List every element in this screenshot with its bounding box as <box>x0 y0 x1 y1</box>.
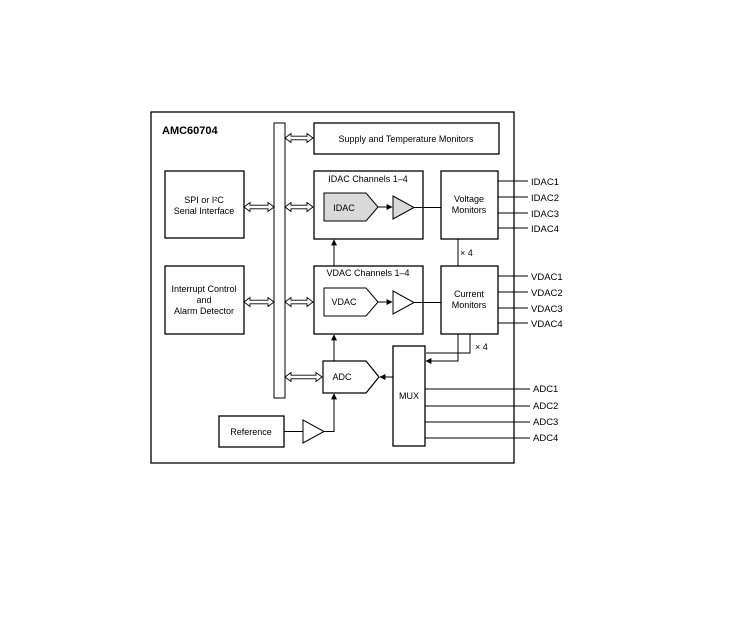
idac-buffer-icon <box>392 195 416 220</box>
interrupt-label-1: Interrupt Control <box>171 284 236 294</box>
voltage-monitors-block <box>440 170 499 240</box>
interrupt-label-2: and <box>196 295 211 305</box>
pin-lines <box>425 180 530 439</box>
idac-channels-label: IDAC Channels 1–4 <box>328 174 408 184</box>
current-monitors-block <box>440 265 499 335</box>
reference-buffer-icon <box>302 419 326 444</box>
pin-idac3: IDAC3 <box>531 209 559 220</box>
supply-monitors-block <box>313 122 500 155</box>
pin-adc1: ADC1 <box>533 384 558 395</box>
pin-adc3: ADC3 <box>533 417 558 428</box>
bus-arrow-idac <box>284 201 314 213</box>
reference-block <box>218 415 285 448</box>
bus-arrow-interrupt <box>243 296 275 308</box>
supply-monitors-label: Supply and Temperature Monitors <box>339 134 474 144</box>
bus-arrows <box>243 132 323 383</box>
current-monitors-label-1: Current <box>454 289 485 299</box>
pin-idac2: IDAC2 <box>531 193 559 204</box>
bus-arrow-adc <box>284 371 323 383</box>
bus-arrow-vdac <box>284 296 314 308</box>
pin-adc2: ADC2 <box>533 401 558 412</box>
chip-name: AMC60704 <box>162 125 219 137</box>
bus-arrow-supply <box>284 132 314 144</box>
idac-block <box>323 192 379 222</box>
current-monitors-label-2: Monitors <box>452 300 487 310</box>
mux-block <box>392 345 426 447</box>
x4-label-bottom: × 4 <box>475 342 488 352</box>
vdac-label: VDAC <box>331 297 357 307</box>
idac-label: IDAC <box>333 203 355 213</box>
internal-bus <box>273 122 286 399</box>
vdac-block <box>323 287 379 317</box>
pin-adc4: ADC4 <box>533 433 558 444</box>
voltage-monitors-label-2: Monitors <box>452 205 487 215</box>
x4-label-top: × 4 <box>460 248 473 258</box>
interrupt-label-3: Alarm Detector <box>174 306 234 316</box>
mux-label: MUX <box>399 391 419 401</box>
vdac-channels-label: VDAC Channels 1–4 <box>326 268 409 278</box>
pin-idac4: IDAC4 <box>531 224 559 235</box>
serial-interface-block <box>164 170 245 239</box>
bus-arrow-serial <box>243 201 275 213</box>
interrupt-block <box>164 265 245 335</box>
serial-interface-label-1: SPI or I²C <box>184 195 224 205</box>
adc-block <box>322 360 380 394</box>
reference-label: Reference <box>230 427 272 437</box>
adc-label: ADC <box>332 372 352 382</box>
pin-vdac3: VDAC3 <box>531 304 563 315</box>
pin-idac1: IDAC1 <box>531 177 559 188</box>
pin-vdac4: VDAC4 <box>531 319 563 330</box>
voltage-monitors-label-1: Voltage <box>454 194 484 204</box>
serial-interface-label-2: Serial Interface <box>174 206 235 216</box>
vdac-buffer-icon <box>392 290 416 315</box>
pin-vdac1: VDAC1 <box>531 272 563 283</box>
pin-vdac2: VDAC2 <box>531 288 563 299</box>
